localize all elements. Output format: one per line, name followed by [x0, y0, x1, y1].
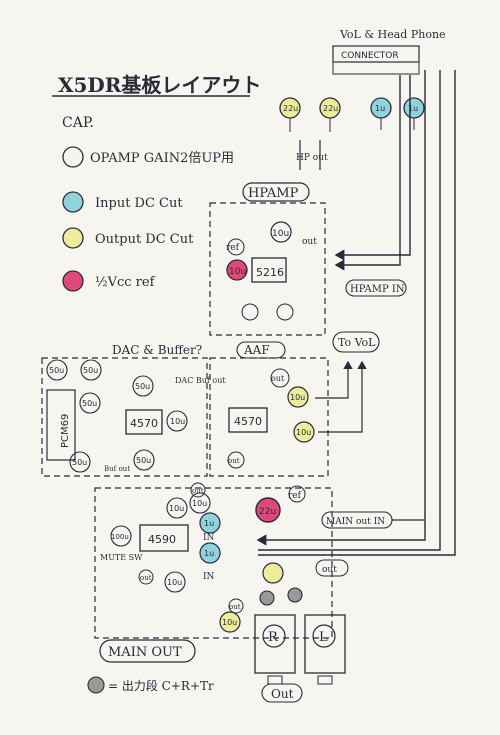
dac-cap-7: 50u [136, 456, 151, 465]
footnote: = 出力段 C+R+Tr [108, 678, 214, 693]
r-label: R [268, 630, 279, 645]
l-box [304, 614, 346, 674]
aaf-section [209, 357, 329, 477]
top-cap-1-label: 22u [283, 104, 298, 113]
top-cap-4-label: 1u [408, 104, 418, 113]
top-cap-2-label: 22u [323, 104, 338, 113]
main-out-4: out [322, 565, 337, 575]
hpamp-cap-10u-red: 10u [229, 267, 246, 277]
dac-cap-1: 50u [49, 366, 64, 375]
footnote-swatch [87, 676, 105, 694]
main-section [94, 487, 333, 639]
main-cap-3: 10u [192, 499, 207, 508]
hpamp-ref: ref [226, 243, 240, 253]
hpamp-label: HPAMP [248, 186, 299, 201]
aaf-chip-label: 4570 [234, 415, 262, 428]
top-cap-3-label: 1u [375, 104, 385, 113]
out-bottom-label: Out [271, 687, 294, 701]
dac-cap-3: 50u [82, 399, 97, 408]
l-label: L [319, 630, 328, 645]
r-box [254, 614, 296, 674]
dac-section [41, 357, 208, 477]
main-cap-4: 1u [204, 519, 214, 528]
to-vol-label: To VoL [338, 336, 376, 349]
mute-sw-label: MUTE SW [100, 553, 143, 562]
pcm-chip-label: PCM69 [60, 414, 71, 448]
hpamp-out: out [302, 237, 317, 247]
connector-label: CONNECTOR [341, 51, 399, 61]
main-cap-2: 100u [111, 533, 129, 541]
dac-buf-label: Buf out [104, 465, 130, 473]
dac-label: DAC & Buffer? [112, 343, 202, 357]
hpamp-in-label: HPAMP IN [350, 284, 405, 295]
main-in-2: IN [203, 572, 215, 582]
cap-label: CAP. [62, 115, 94, 131]
dac-chip-label: 4570 [130, 417, 158, 430]
main-ref: ref [288, 491, 302, 501]
main-cap-1: 10u [169, 504, 184, 513]
main-out-label: MAIN OUT [108, 645, 182, 660]
hpamp-chip-label: 5216 [256, 266, 284, 279]
dac-cap-4: 50u [72, 458, 87, 467]
main-cap-7: 10u [222, 618, 237, 627]
aaf-out: out [271, 374, 285, 383]
main-out-2: out [140, 574, 152, 582]
main-cap-22u: 22u [259, 507, 276, 517]
legend-swatch-output [62, 227, 84, 249]
legend-swatch-input [62, 191, 84, 213]
legend-text-input: Input DC Cut [95, 196, 183, 211]
hpamp-cap-10u: 10u [272, 229, 289, 239]
dac-cap-6: 10u [170, 417, 185, 426]
legend-swatch-gain [62, 146, 84, 168]
main-out-1: out [192, 487, 204, 495]
main-cap-5: 1u [204, 549, 214, 558]
legend-text-ref: ½Vcc ref [95, 275, 156, 290]
main-in-1: IN [203, 533, 215, 543]
aaf-label: AAF [243, 343, 270, 357]
connector-title: VoL & Head Phone [339, 28, 446, 41]
hp-out-label: HP out [296, 153, 328, 163]
hpamp-section [209, 202, 326, 336]
main-chip-label: 4590 [148, 533, 176, 546]
pcm-chip [46, 389, 76, 461]
legend-text-gain: OPAMP GAIN2倍UP用 [90, 151, 234, 166]
aaf-cap-3: out [228, 457, 240, 465]
dac-cap-2: 50u [83, 366, 98, 375]
main-cap-6: 10u [167, 578, 182, 587]
hpamp-chip [251, 257, 287, 283]
dac-cap-5: 50u [135, 382, 150, 391]
dac-out-label: DAC Buf out [175, 376, 226, 385]
legend-swatch-ref [62, 270, 84, 292]
aaf-chip [228, 407, 268, 433]
main-chip [139, 524, 189, 552]
main-out-3: out [229, 603, 241, 611]
page-title: X5DR基板レイアウト [58, 73, 261, 97]
dac-chip [125, 409, 163, 435]
main-in-label: MAIN out IN [326, 517, 385, 527]
aaf-cap-1: 10u [290, 393, 305, 402]
aaf-cap-2: 10u [296, 428, 311, 437]
legend-text-output: Output DC Cut [95, 232, 194, 247]
